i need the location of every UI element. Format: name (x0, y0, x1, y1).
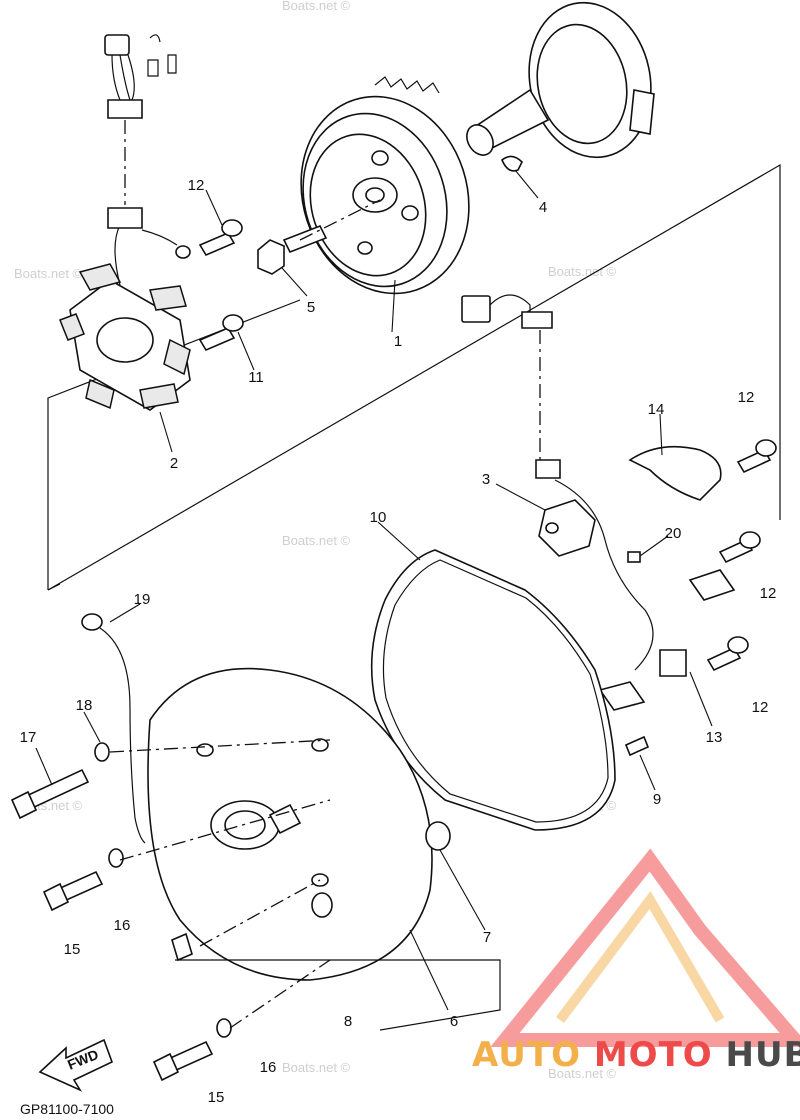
alignment-lines (109, 199, 381, 1029)
callout-2: 2 (170, 455, 178, 472)
automotohub-logo: AUTO MOTO HUB (472, 848, 800, 1075)
pickup-coil (538, 499, 596, 557)
logo-text: AUTO MOTO HUB (472, 1035, 800, 1075)
callout-19: 19 (134, 591, 151, 608)
wire-holder-plate (628, 445, 722, 501)
callout-18: 18 (76, 697, 93, 714)
group-bracket (175, 959, 501, 1031)
callout-6: 6 (450, 1013, 458, 1030)
logo-mark (490, 848, 800, 1047)
callout-3: 3 (482, 471, 490, 488)
callout-17: 17 (20, 729, 37, 746)
cover-fasteners-left (10, 742, 232, 1082)
callout-4: 4 (539, 199, 547, 216)
callout-16: 16 (260, 1059, 277, 1076)
callout-15: 15 (208, 1089, 225, 1106)
logo-text-hub: HUB (726, 1035, 800, 1075)
cover-bolts-right (706, 439, 777, 672)
dowel-pin (624, 735, 650, 757)
part-code: GP81100-7100 (20, 1101, 114, 1117)
callout-12: 12 (738, 389, 755, 406)
pickup-coil-harness (461, 294, 654, 671)
callout-14: 14 (648, 401, 665, 418)
starter-clutch-gear (466, 1, 655, 159)
watermark: Boats.net © (548, 264, 617, 279)
callout-20: 20 (665, 525, 682, 542)
callout-16: 16 (114, 917, 131, 934)
logo-text-moto: MOTO (594, 1035, 713, 1075)
callout-7: 7 (483, 929, 491, 946)
callout-12: 12 (188, 177, 205, 194)
watermark: Boats.net © (282, 533, 351, 548)
callout-12: 12 (760, 585, 777, 602)
watermark: Boats.net © (14, 266, 83, 281)
callout-1: 1 (394, 333, 402, 350)
callout-9: 9 (653, 791, 661, 808)
logo-mark-inner (556, 890, 725, 1023)
callout-5: 5 (307, 299, 315, 316)
callout-10: 10 (370, 509, 387, 526)
lead-wire (81, 613, 146, 844)
rotor-bolt (257, 224, 328, 275)
stator-bolts (198, 219, 244, 352)
sensor-bracket (598, 551, 736, 711)
callout-8: 8 (344, 1013, 352, 1030)
callout-11: 11 (248, 369, 264, 386)
stator-wire-harness (104, 34, 191, 259)
logo-text-auto: AUTO (472, 1035, 581, 1075)
collar (425, 821, 451, 851)
callout-13: 13 (706, 729, 723, 746)
stator-coil (59, 224, 191, 411)
woodruff-key (501, 155, 523, 172)
fwd-arrow: FWD (38, 1038, 114, 1092)
callout-12: 12 (752, 699, 769, 716)
cover-gasket (370, 549, 616, 831)
watermark: Boats.net © (282, 1060, 351, 1075)
watermark: Boats.net © (282, 0, 351, 13)
leader-lines (35, 169, 713, 1011)
callout-15: 15 (64, 941, 81, 958)
flywheel-rotor (300, 76, 470, 295)
callout-numbers: 1 2 3 4 5 6 7 8 9 10 11 12 12 12 12 13 1… (20, 177, 777, 1106)
watermark: Boats.net © (548, 1066, 617, 1081)
